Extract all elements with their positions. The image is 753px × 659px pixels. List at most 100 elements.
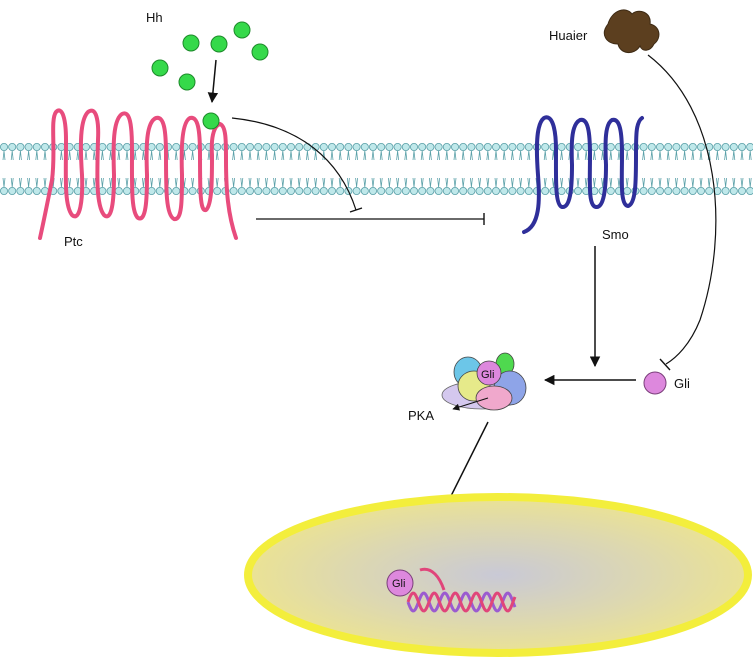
lipid-head xyxy=(147,142,156,151)
lipid-head xyxy=(623,186,632,195)
lipid-tail xyxy=(314,150,317,188)
lipid-head xyxy=(639,142,648,151)
lipid-head xyxy=(442,186,451,195)
lipid-head xyxy=(500,186,509,195)
lipid-tail xyxy=(470,150,473,188)
lipid-tail xyxy=(371,150,375,188)
lipid-head xyxy=(516,186,525,195)
lipid-head xyxy=(155,186,164,195)
lipid-head xyxy=(508,186,517,195)
lipid-head xyxy=(295,142,304,151)
lipid-head xyxy=(524,142,533,151)
lipid-head xyxy=(147,186,156,195)
hh-ligand xyxy=(151,59,169,77)
lipid-head xyxy=(114,186,123,195)
lipid-tail xyxy=(215,150,219,188)
lipid-tail xyxy=(355,150,358,188)
lipid-head xyxy=(697,186,706,195)
lipid-head xyxy=(574,186,583,195)
lipid-head xyxy=(8,186,17,195)
lipid-head xyxy=(123,142,132,151)
lipid-tail xyxy=(552,150,555,188)
lipid-head xyxy=(237,142,246,151)
lipid-head xyxy=(254,142,263,151)
lipid-tail xyxy=(486,150,490,188)
lipid-tail xyxy=(461,150,465,188)
lipid-tail xyxy=(158,150,162,188)
lipid-head xyxy=(57,186,66,195)
lipid-head xyxy=(24,186,33,195)
lipid-head xyxy=(409,186,418,195)
lipid-tail xyxy=(347,150,350,188)
lipid-tail xyxy=(724,150,727,188)
lipid-head xyxy=(401,186,410,195)
lipid-head xyxy=(705,186,714,195)
lipid-tail xyxy=(297,150,301,188)
lipid-head xyxy=(475,142,484,151)
lipid-head xyxy=(541,142,550,151)
hh-ligand xyxy=(210,35,228,53)
lipid-head xyxy=(24,142,33,151)
lipid-head xyxy=(352,142,361,151)
lipid-head xyxy=(623,142,632,151)
lipid-tail xyxy=(593,150,596,188)
lipid-head xyxy=(680,142,689,151)
lipid-head xyxy=(500,142,509,151)
lipid-tail xyxy=(642,150,645,188)
lipid-head xyxy=(557,186,566,195)
lipid-tail xyxy=(101,150,104,188)
lipid-head xyxy=(721,142,730,151)
lipid-tail xyxy=(338,150,342,188)
lipid-tail xyxy=(502,150,506,188)
lipid-head xyxy=(508,142,517,151)
lipid-tail xyxy=(306,150,309,188)
lipid-head xyxy=(286,186,295,195)
ptc-receptor xyxy=(38,108,238,240)
lipid-head xyxy=(418,142,427,151)
lipid-head xyxy=(434,142,443,151)
ptc-label: Ptc xyxy=(64,234,83,249)
lipid-head xyxy=(688,142,697,151)
lipid-head xyxy=(278,186,287,195)
lipid-tail xyxy=(716,150,719,188)
lipid-tail xyxy=(420,150,424,188)
lipid-tail xyxy=(650,150,654,188)
lipid-head xyxy=(697,142,706,151)
lipid-tail xyxy=(609,150,613,188)
lipid-head xyxy=(450,142,459,151)
lipid-tail xyxy=(117,150,121,188)
lipid-head xyxy=(746,143,753,151)
lipid-head xyxy=(319,142,328,151)
lipid-tail xyxy=(92,150,96,188)
lipid-head xyxy=(319,186,328,195)
lipid-head xyxy=(344,142,353,151)
lipid-head xyxy=(418,186,427,195)
hh-binding-arrow xyxy=(207,59,219,104)
lipid-head xyxy=(0,142,8,151)
lipid-head xyxy=(245,186,254,195)
hh-label: Hh xyxy=(146,10,163,25)
lipid-head xyxy=(401,142,410,151)
lipid-tail xyxy=(453,150,457,188)
lipid-head xyxy=(713,142,722,151)
lipid-head xyxy=(491,142,500,151)
lipid-head xyxy=(32,142,41,151)
lipid-head xyxy=(483,186,492,195)
lipid-head xyxy=(459,186,468,195)
gli-nuclear-label: Gli xyxy=(392,578,405,590)
lipid-tail xyxy=(412,150,416,188)
lipid-tail xyxy=(35,150,39,188)
lipid-head xyxy=(434,186,443,195)
lipid-tail xyxy=(133,150,137,188)
lipid-tail xyxy=(330,150,334,188)
hh-inhibition-bar xyxy=(349,207,363,213)
lipid-tail xyxy=(666,150,670,188)
lipid-head xyxy=(172,186,181,195)
lipid-tail xyxy=(617,150,621,188)
dna-strand-b xyxy=(406,591,517,613)
lipid-head xyxy=(606,186,615,195)
lipid-head xyxy=(409,142,418,151)
lipid-head xyxy=(393,142,402,151)
lipid-head xyxy=(729,142,738,151)
lipid-head xyxy=(213,186,222,195)
